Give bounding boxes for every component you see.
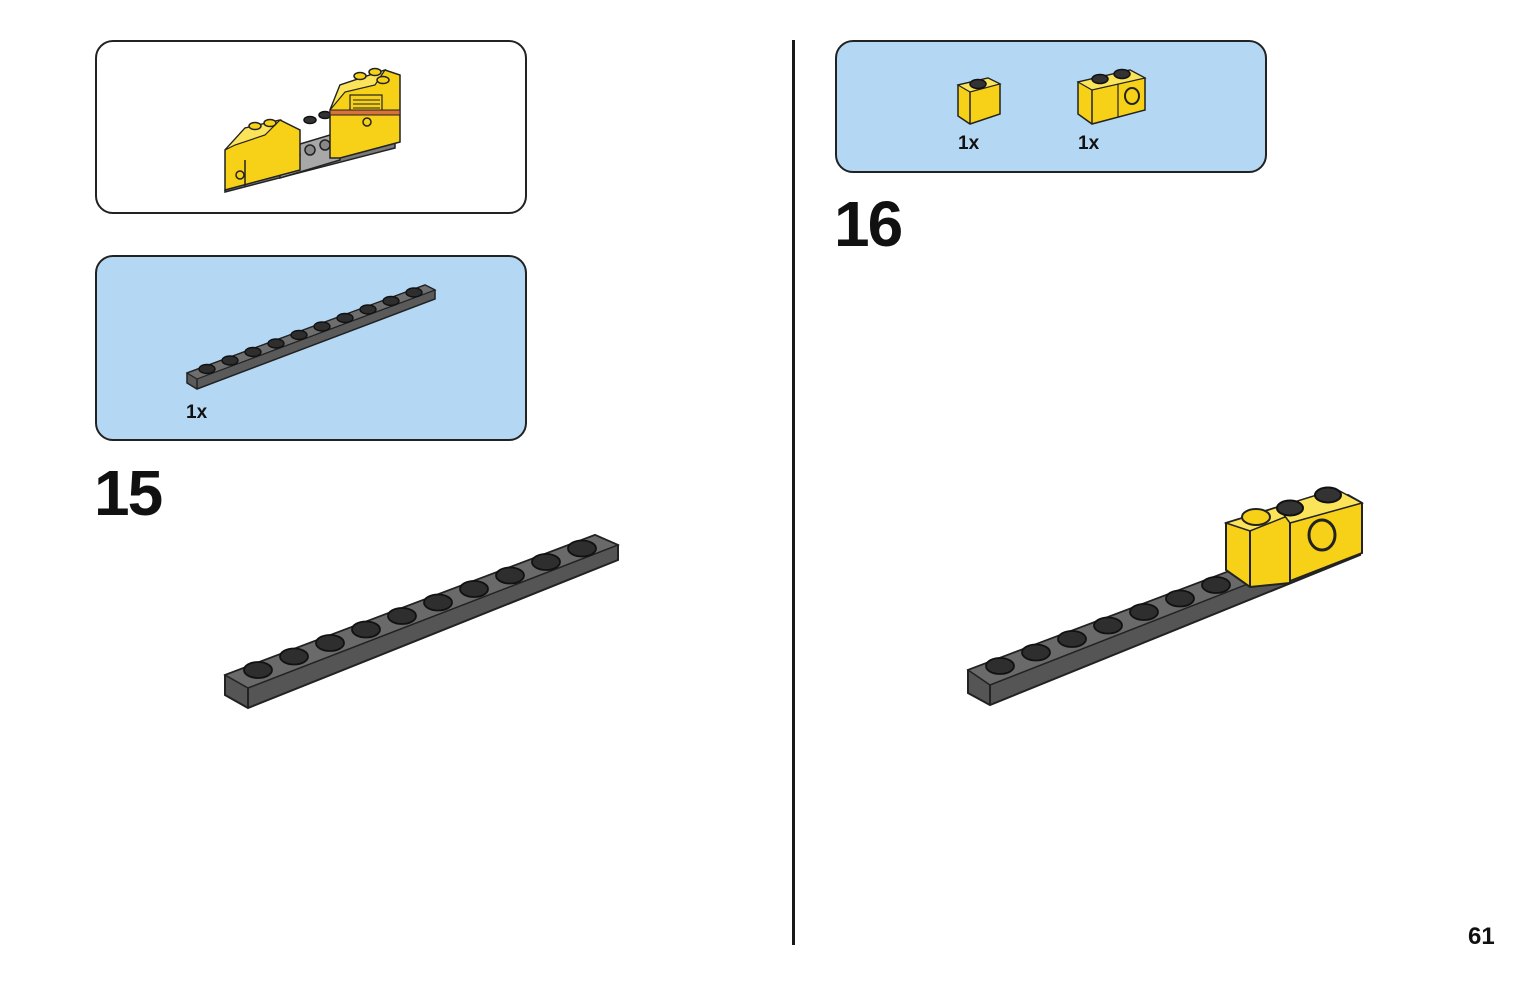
part-quantity-label: 1x <box>186 402 208 423</box>
page-number: 61 <box>1468 923 1495 950</box>
yellow-1x1-brick-part-icon <box>956 77 1002 125</box>
dark-gray-1x10-plate-build-icon <box>223 533 620 710</box>
parts-callout-box-step-16 <box>835 40 1267 173</box>
dark-gray-1x10-plate-part-icon <box>185 284 437 390</box>
page-divider <box>792 40 795 945</box>
step-number-15: 15 <box>94 457 163 529</box>
part-quantity-label: 1x <box>958 133 980 154</box>
assembled-model-preview-box <box>95 40 527 214</box>
plate-with-yellow-bricks-build-icon <box>966 486 1364 707</box>
assembled-model-preview-icon <box>224 67 401 193</box>
parts-callout-box-step-15 <box>95 255 527 441</box>
step-number-16: 16 <box>834 188 903 260</box>
yellow-1x2-technic-brick-part-icon <box>1076 68 1147 125</box>
part-quantity-label: 1x <box>1078 133 1100 154</box>
